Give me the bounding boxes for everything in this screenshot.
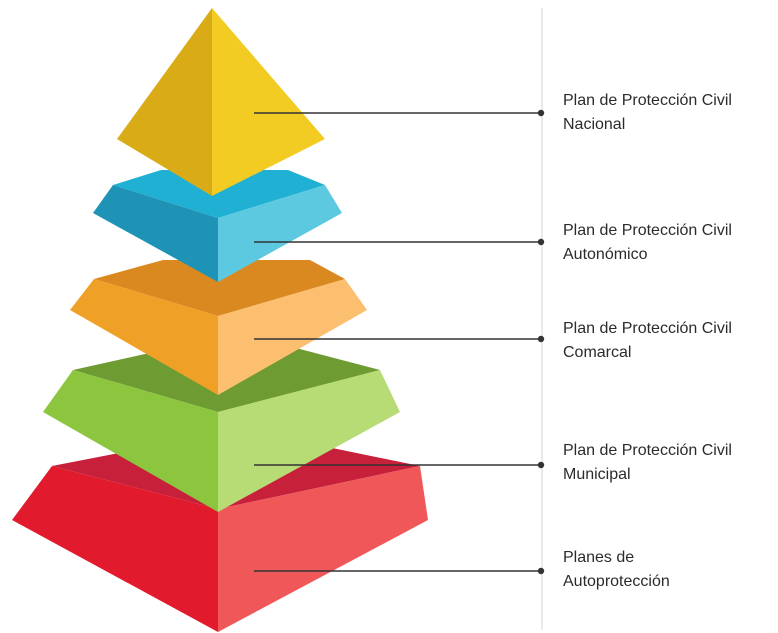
level-label-line2: Autonómico <box>563 246 648 263</box>
level-label-municipal: Plan de Protección Civil Municipal <box>563 439 773 487</box>
tier-autoproteccion-right-face <box>218 466 428 632</box>
level-label-line2: Nacional <box>563 116 626 133</box>
tier-municipal-left-face <box>43 370 218 512</box>
connector-dot-municipal <box>537 461 545 469</box>
level-label-line2: Municipal <box>563 466 631 483</box>
level-label-line2: Comarcal <box>563 344 632 361</box>
level-label-line1: Planes de <box>563 549 635 566</box>
level-label-line1: Plan de Protección Civil <box>563 222 732 239</box>
pyramid-tiers <box>12 8 428 632</box>
level-label-nacional: Plan de Protección Civil Nacional <box>563 89 773 137</box>
level-label-autoproteccion: Planes de Autoprotección <box>563 546 773 594</box>
tier-municipal-right-face <box>218 370 400 512</box>
level-label-line1: Plan de Protección Civil <box>563 92 732 109</box>
tier-autonomico-left-face <box>93 185 218 282</box>
tier-comarcal-right-face <box>218 279 367 395</box>
tier-autonomico-right-face <box>218 185 342 282</box>
tier-nacional-right-face <box>212 8 325 196</box>
tier-nacional-left-face <box>117 8 212 196</box>
level-label-comarcal: Plan de Protección Civil Comarcal <box>563 317 773 365</box>
connector-dot-autonomico <box>537 238 545 246</box>
connector-dot-nacional <box>537 109 545 117</box>
tier-comarcal-left-face <box>70 279 218 395</box>
level-label-line1: Plan de Protección Civil <box>563 442 732 459</box>
connector-lines <box>254 109 545 575</box>
tier-comarcal-top <box>94 260 345 316</box>
level-label-line2: Autoprotección <box>563 573 670 590</box>
level-label-autonomico: Plan de Protección Civil Autonómico <box>563 219 773 267</box>
tier-autonomico-top <box>113 170 325 218</box>
connector-dot-comarcal <box>537 335 545 343</box>
level-label-line1: Plan de Protección Civil <box>563 320 732 337</box>
tier-autoproteccion-left-face <box>12 466 218 632</box>
connector-dot-autoproteccion <box>537 567 545 575</box>
